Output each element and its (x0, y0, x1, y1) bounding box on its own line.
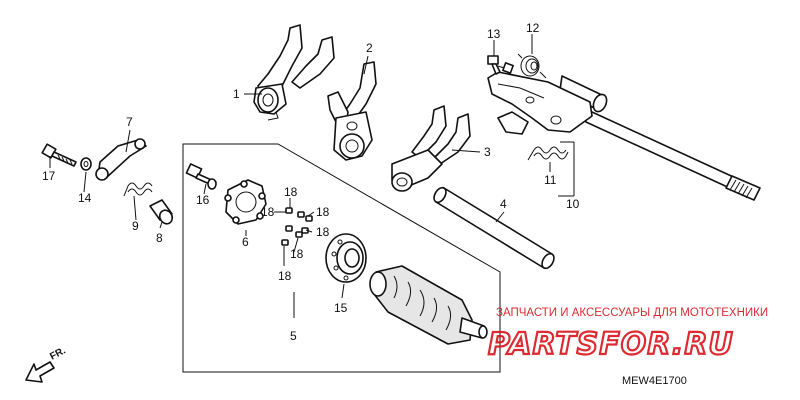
return-spring-11[interactable] (527, 146, 569, 161)
shift-drum-center-6[interactable] (224, 179, 267, 225)
watermark: ЗАПЧАСТИ И АКСЕССУАРЫ ДЛЯ МОТОТЕХНИКИ PA… (487, 307, 768, 363)
callout-7: 7 (126, 115, 133, 129)
callout-3: 3 (484, 145, 491, 159)
shift-fork-3[interactable] (391, 105, 471, 192)
callout-numbers: 1 2 3 4 5 6 7 8 9 10 11 12 13 14 15 16 1… (42, 21, 580, 343)
fork-shaft-4[interactable] (432, 186, 557, 271)
front-direction-label: FR. (48, 345, 68, 362)
leader-lines (49, 34, 575, 318)
bolt-13[interactable] (487, 55, 514, 75)
callout-1: 1 (233, 87, 240, 101)
torsion-spring-12[interactable] (517, 53, 547, 79)
front-arrow-icon (25, 361, 55, 383)
callout-18-c: 18 (261, 205, 275, 219)
callout-6: 6 (242, 235, 249, 249)
washer-14[interactable] (80, 157, 92, 171)
diagram-code: MEW4E1700 (622, 375, 687, 387)
shift-drum-pins-18[interactable] (281, 207, 313, 246)
shift-fork-1[interactable] (253, 24, 335, 121)
callout-18-b: 18 (316, 205, 330, 219)
shift-fork-2[interactable] (327, 61, 377, 161)
watermark-logo: PARTSFOR.RU (488, 327, 734, 362)
callout-18-a: 18 (284, 185, 298, 199)
watermark-tagline: ЗАПЧАСТИ И АКСЕССУАРЫ ДЛЯ МОТОТЕХНИКИ (496, 307, 768, 319)
gearshift-spindle-10[interactable] (487, 71, 761, 201)
bolt-17[interactable] (41, 143, 77, 167)
callout-13: 13 (487, 27, 501, 41)
shift-drum-5[interactable] (369, 265, 488, 345)
front-direction-indicator: FR. (25, 345, 68, 383)
drum-assembly-boundary (182, 143, 501, 373)
callout-9: 9 (132, 219, 139, 233)
callout-18-e: 18 (290, 247, 304, 261)
callout-12: 12 (526, 21, 540, 35)
spring-9[interactable] (123, 182, 153, 197)
callout-15: 15 (334, 301, 348, 315)
callout-16: 16 (196, 193, 210, 207)
stopper-arm-7[interactable] (95, 138, 147, 181)
callout-18-d: 18 (316, 225, 330, 239)
collar-8[interactable] (149, 199, 175, 226)
callout-18-f: 18 (278, 269, 292, 283)
bearing-15[interactable] (325, 233, 367, 283)
callout-10: 10 (566, 197, 580, 211)
callout-14: 14 (78, 191, 92, 205)
callout-17: 17 (42, 169, 56, 183)
bolt-16[interactable] (185, 163, 217, 190)
callout-4: 4 (500, 197, 507, 211)
callout-11: 11 (544, 173, 557, 187)
callout-5: 5 (290, 329, 297, 343)
callout-2: 2 (366, 41, 373, 55)
callout-8: 8 (156, 231, 163, 245)
